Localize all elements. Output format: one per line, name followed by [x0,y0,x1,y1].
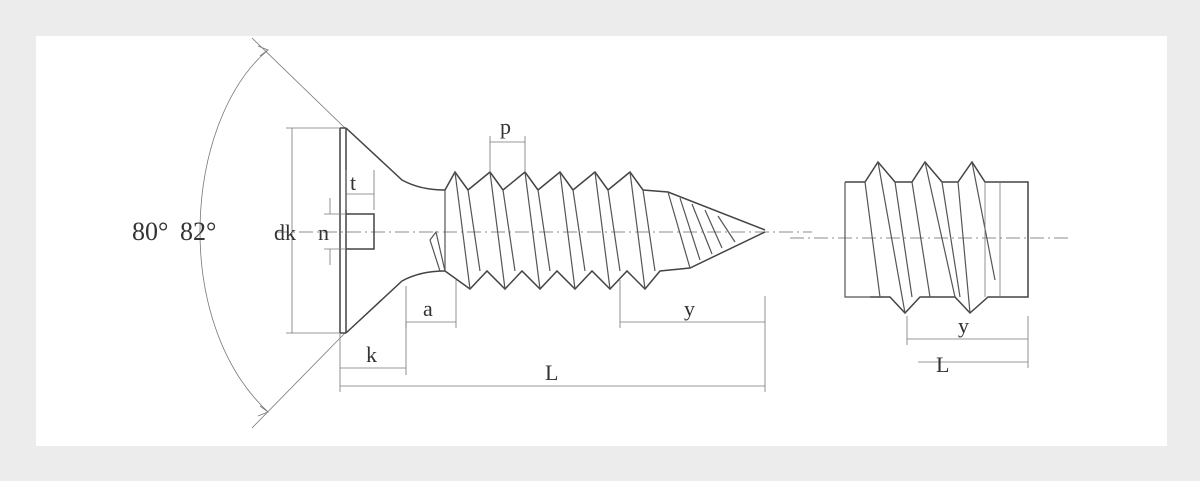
L-detail-label: L [936,352,949,377]
detail-thread-outline [845,160,1029,315]
angle-leader-top [251,37,346,129]
detail-left-edge [844,182,870,298]
detail-thread-view [844,160,1029,315]
dimension-y-main: y [619,280,766,392]
taper-thread-lines [667,191,736,269]
dimension-p: p [489,114,526,172]
y-main-label: y [684,296,695,321]
angle-leader-bottom [251,332,346,429]
angle-80-label: 80° [132,217,168,246]
detail-helix-lines [864,161,996,314]
cutting-notch [429,230,446,272]
dimension-t: t [345,170,375,210]
angle-arc [199,49,269,413]
angle-arrow-bottom [257,405,269,417]
dimension-k: k [339,322,407,375]
head-cone-top [345,127,446,191]
dimension-a: a [405,280,457,328]
dimension-y-detail: y [906,313,1029,368]
dk-label: dk [274,220,296,245]
t-label: t [350,170,356,195]
angle-82-label: 82° [180,217,216,246]
thread-profile-top [444,170,766,231]
thread-helix-lines [454,171,656,290]
a-label: a [423,296,433,321]
dimension-L-main: L [339,360,765,392]
thread-profile-bottom [444,231,766,291]
y-detail-label: y [958,313,969,338]
k-label: k [366,342,377,367]
n-label: n [318,220,329,245]
head-angle-indicator: 80° 82° [132,37,346,429]
dimension-L-detail: L [918,352,1028,377]
p-label: p [500,114,511,139]
dimension-dk: dk [274,127,340,334]
L-main-label: L [545,360,558,385]
threaded-shank [429,170,766,291]
angle-arrow-top [257,45,269,57]
dimension-n: n [318,198,346,265]
drawing-panel [36,36,1167,446]
head-slot [346,213,375,250]
